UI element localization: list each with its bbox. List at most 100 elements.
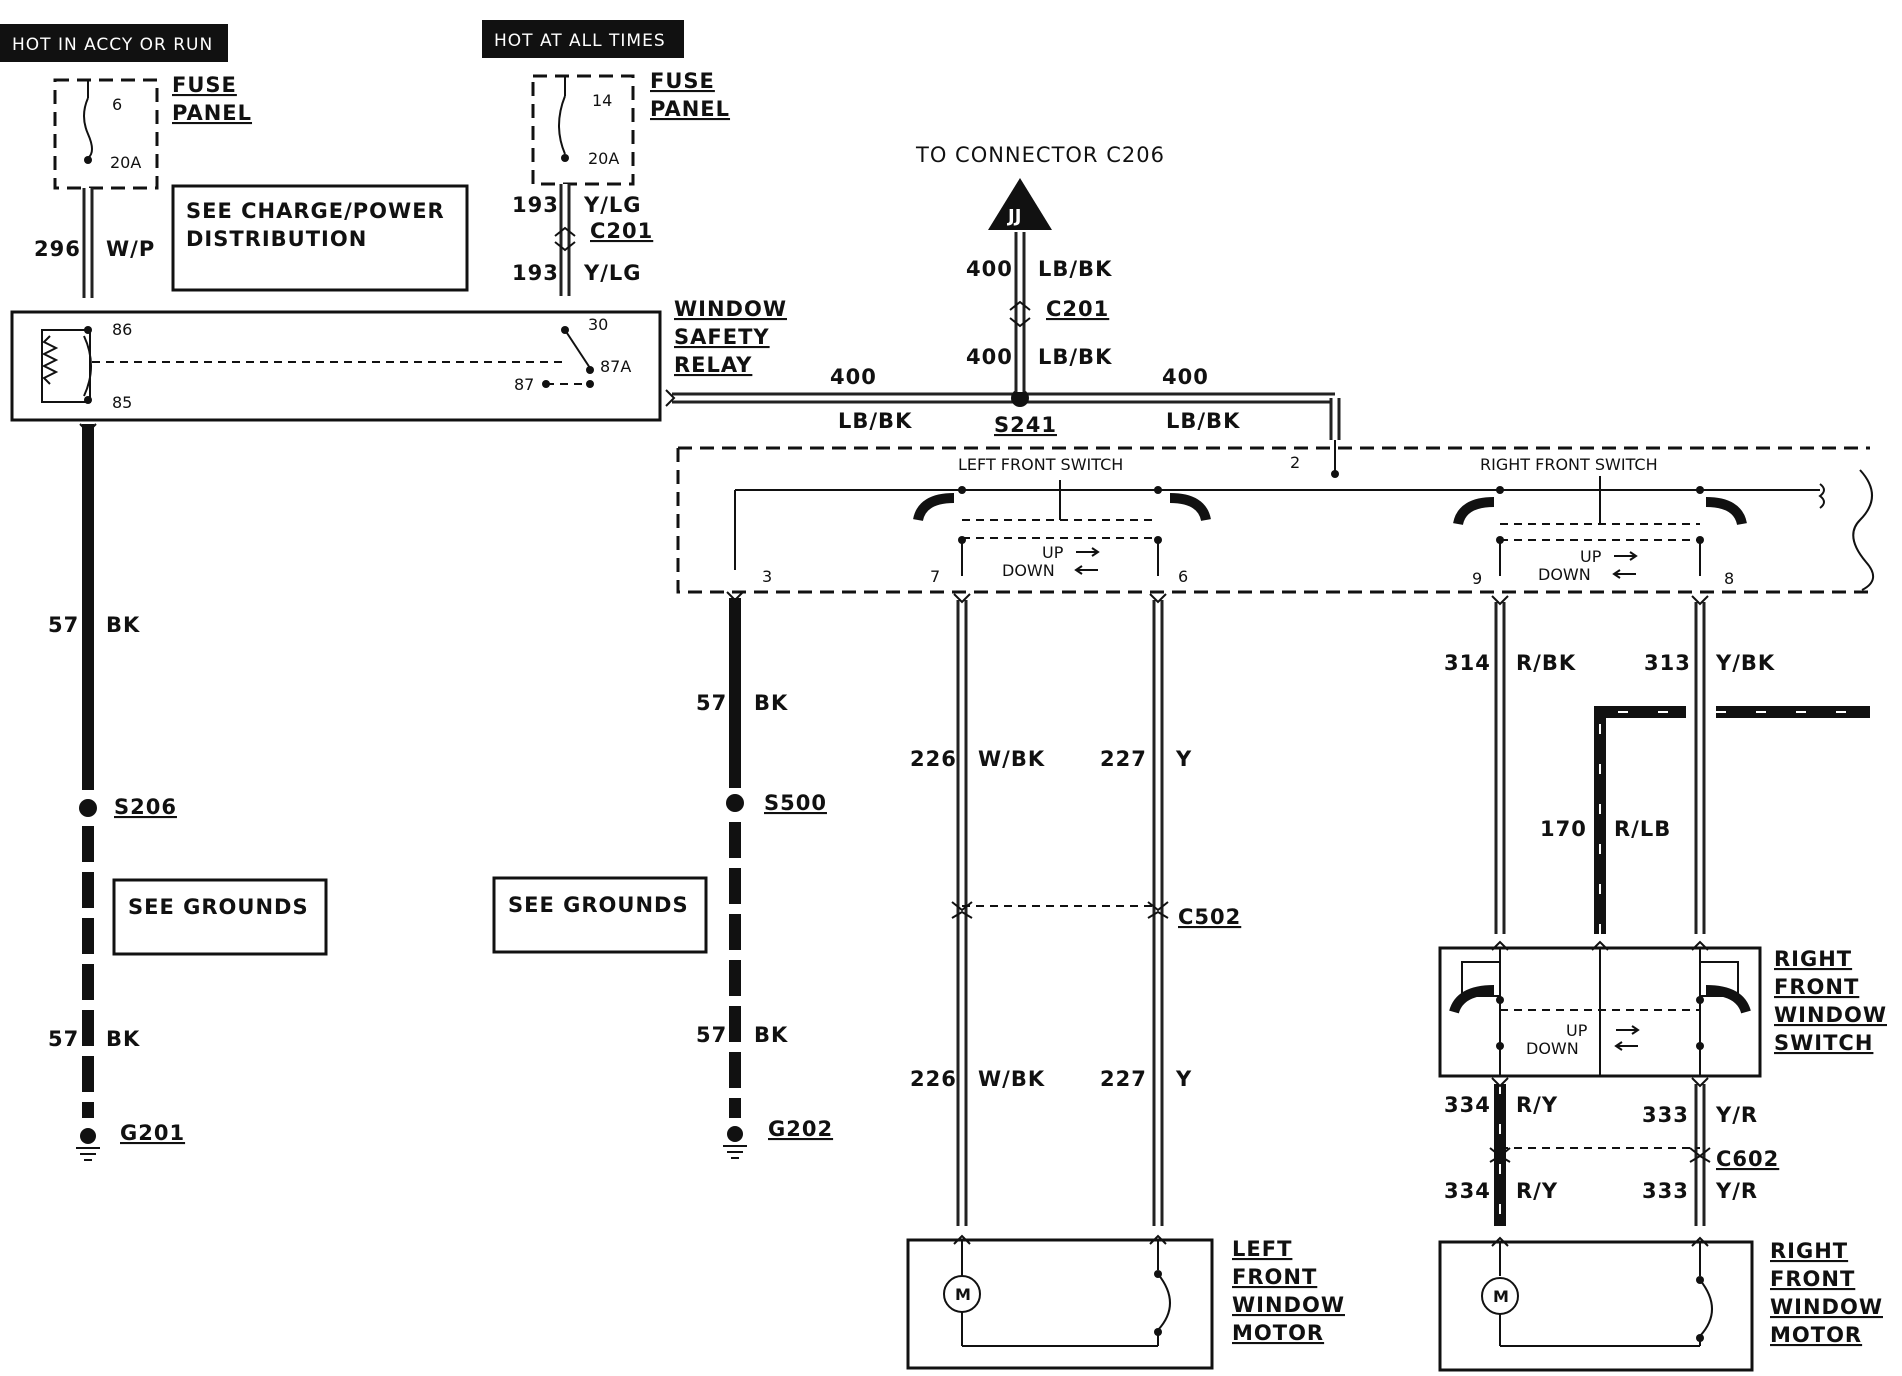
svg-text:400: 400: [1162, 365, 1209, 389]
svg-text:S241: S241: [994, 413, 1057, 437]
svg-text:WINDOW: WINDOW: [1232, 1293, 1345, 1317]
svg-text:400: 400: [830, 365, 877, 389]
svg-text:S500: S500: [764, 791, 827, 815]
svg-text:RELAY: RELAY: [674, 353, 752, 377]
svg-text:8: 8: [1724, 569, 1734, 588]
svg-text:FRONT: FRONT: [1774, 975, 1859, 999]
wire-57-middle: 57 BK 57 BK: [696, 591, 788, 1118]
svg-text:R/LB: R/LB: [1614, 817, 1671, 841]
svg-text:C201: C201: [1046, 297, 1109, 321]
svg-text:RIGHT FRONT SWITCH: RIGHT FRONT SWITCH: [1480, 455, 1658, 474]
svg-text:WINDOW: WINDOW: [1774, 1003, 1887, 1027]
svg-text:227: 227: [1100, 747, 1147, 771]
svg-text:JJ: JJ: [1006, 206, 1021, 227]
wire-400-up: 400 LB/BK C201 400 LB/BK: [966, 232, 1112, 392]
svg-text:226: 226: [910, 1067, 957, 1091]
svg-text:M: M: [1493, 1287, 1509, 1306]
svg-text:C602: C602: [1716, 1147, 1779, 1171]
svg-text:RIGHT: RIGHT: [1774, 947, 1852, 971]
window-safety-relay: 86 85 30 87A 87 WINDOW SAFETY RELAY: [10, 297, 787, 422]
svg-text:MOTOR: MOTOR: [1232, 1321, 1324, 1345]
svg-text:HOT AT ALL TIMES: HOT AT ALL TIMES: [494, 31, 666, 51]
svg-text:193: 193: [512, 261, 559, 285]
svg-text:MOTOR: MOTOR: [1770, 1323, 1862, 1347]
svg-text:UP: UP: [1580, 547, 1602, 566]
svg-text:57: 57: [696, 691, 727, 715]
svg-text:PANEL: PANEL: [650, 97, 730, 121]
wire-313: 313 Y/BK: [1644, 595, 1775, 934]
svg-text:FRONT: FRONT: [1232, 1265, 1317, 1289]
splice-s500: S500: [726, 791, 827, 815]
svg-text:170: 170: [1540, 817, 1587, 841]
svg-text:WINDOW: WINDOW: [674, 297, 787, 321]
svg-text:57: 57: [48, 1027, 79, 1051]
svg-text:BK: BK: [754, 1023, 788, 1047]
ground-g202: G202: [723, 1117, 833, 1159]
svg-text:UP: UP: [1566, 1021, 1588, 1040]
svg-text:FUSE: FUSE: [172, 73, 237, 97]
svg-text:R/Y: R/Y: [1516, 1093, 1558, 1117]
wire-170: 170 R/LB: [1540, 706, 1870, 934]
svg-text:SEE CHARGE/POWER: SEE CHARGE/POWER: [186, 199, 445, 223]
svg-text:20A: 20A: [110, 153, 141, 172]
svg-text:2: 2: [1290, 453, 1300, 472]
svg-text:LB/BK: LB/BK: [1166, 409, 1240, 433]
ground-g201: G201: [76, 1121, 185, 1161]
svg-text:400: 400: [966, 345, 1013, 369]
svg-text:LB/BK: LB/BK: [1038, 345, 1112, 369]
svg-text:DOWN: DOWN: [1002, 561, 1055, 580]
wire-400-bus: 400 LB/BK 400 LB/BK: [665, 365, 1341, 440]
svg-text:FRONT: FRONT: [1770, 1267, 1855, 1291]
svg-text:UP: UP: [1042, 543, 1064, 562]
svg-text:G202: G202: [768, 1117, 833, 1141]
svg-text:86: 86: [112, 320, 132, 339]
fuse-panel-right: 14 20A FUSE PANEL: [531, 69, 730, 186]
svg-text:DOWN: DOWN: [1538, 565, 1591, 584]
svg-text:9: 9: [1472, 569, 1482, 588]
svg-text:333: 333: [1642, 1103, 1689, 1127]
svg-text:87: 87: [514, 375, 534, 394]
svg-text:DISTRIBUTION: DISTRIBUTION: [186, 227, 367, 251]
svg-text:227: 227: [1100, 1067, 1147, 1091]
header-hot-accy-run: HOT IN ACCY OR RUN: [0, 24, 228, 62]
svg-text:334: 334: [1444, 1093, 1491, 1117]
svg-text:Y/LG: Y/LG: [583, 261, 642, 285]
svg-text:Y: Y: [1175, 1067, 1192, 1091]
svg-text:400: 400: [966, 257, 1013, 281]
svg-text:BK: BK: [106, 1027, 140, 1051]
svg-text:C201: C201: [590, 219, 653, 243]
header-hot-all-times: HOT AT ALL TIMES: [482, 20, 684, 58]
svg-text:TO CONNECTOR C206: TO CONNECTOR C206: [915, 143, 1165, 167]
svg-text:6: 6: [112, 95, 122, 114]
connector-c502: C502: [951, 901, 1240, 929]
svg-text:Y/R: Y/R: [1715, 1179, 1758, 1203]
svg-text:334: 334: [1444, 1179, 1491, 1203]
svg-text:LB/BK: LB/BK: [1038, 257, 1112, 281]
svg-text:SWITCH: SWITCH: [1774, 1031, 1873, 1055]
svg-text:57: 57: [696, 1023, 727, 1047]
right-front-window-switch: UP DOWN RIGHT FRONT WINDOW SWITCH: [1438, 940, 1887, 1078]
svg-text:193: 193: [512, 193, 559, 217]
wire-334: 334 R/Y 334 R/Y: [1444, 1077, 1558, 1226]
svg-text:333: 333: [1642, 1179, 1689, 1203]
fuse-panel-left: 6 20A FUSE PANEL: [53, 73, 251, 190]
svg-text:LEFT: LEFT: [1232, 1237, 1292, 1261]
wire-296: 296 W/P: [34, 188, 154, 298]
svg-text:SEE GROUNDS: SEE GROUNDS: [128, 895, 309, 919]
svg-text:LB/BK: LB/BK: [838, 409, 912, 433]
see-charge-power-box: SEE CHARGE/POWER DISTRIBUTION: [171, 184, 469, 292]
wire-314: 314 R/BK: [1444, 595, 1575, 934]
svg-text:SEE GROUNDS: SEE GROUNDS: [508, 893, 689, 917]
svg-text:20A: 20A: [588, 149, 619, 168]
svg-text:G201: G201: [120, 1121, 185, 1145]
svg-text:Y: Y: [1175, 747, 1192, 771]
svg-text:313: 313: [1644, 651, 1691, 675]
svg-text:S206: S206: [114, 795, 177, 819]
svg-text:314: 314: [1444, 651, 1491, 675]
svg-text:W/BK: W/BK: [978, 1067, 1045, 1091]
svg-text:R/Y: R/Y: [1516, 1179, 1558, 1203]
svg-text:14: 14: [592, 91, 612, 110]
svg-text:Y/BK: Y/BK: [1715, 651, 1775, 675]
svg-text:SAFETY: SAFETY: [674, 325, 770, 349]
